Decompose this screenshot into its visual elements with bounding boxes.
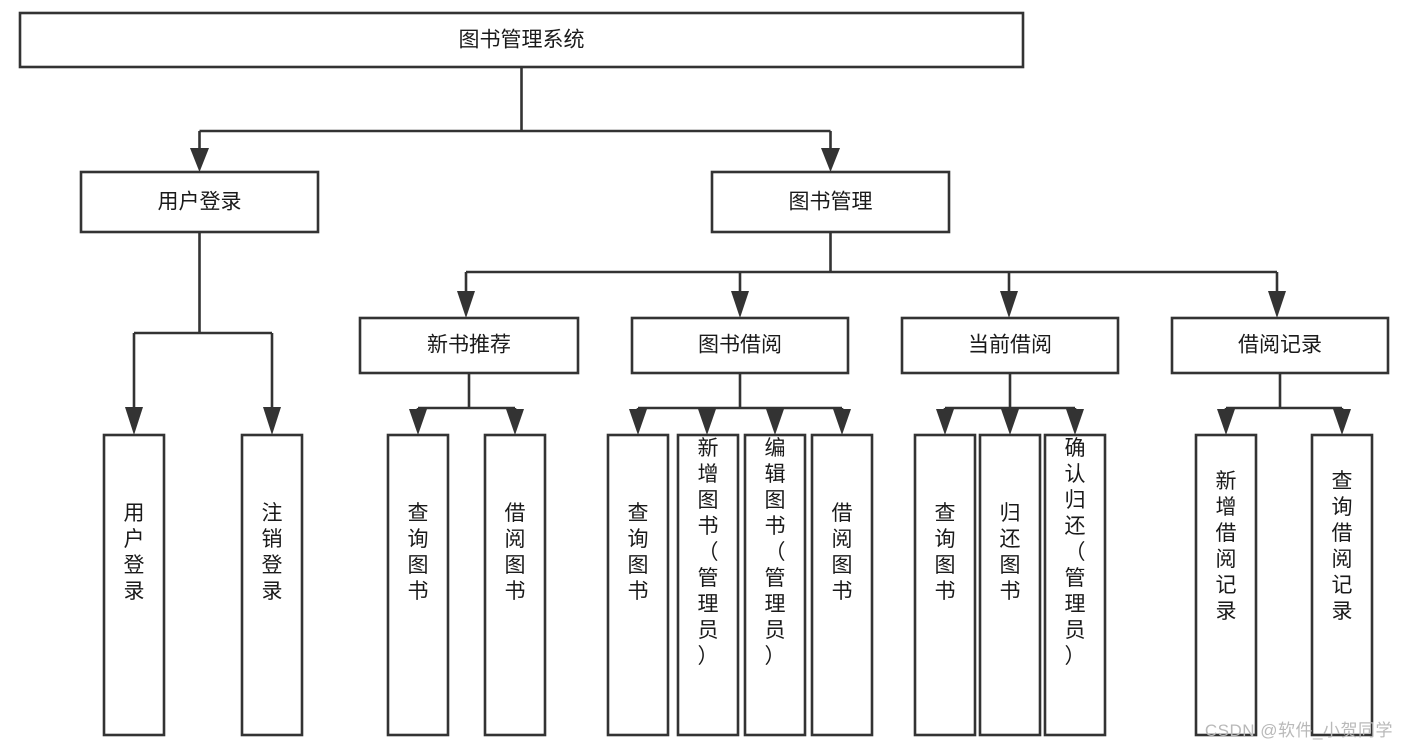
node-leaf-edit-book-box[interactable] — [743, 433, 807, 737]
node-leaf-add-record-label: 新增借阅记录 — [1216, 470, 1237, 623]
arrow-head-leaf-return-book — [1001, 409, 1019, 435]
node-leaf-query-book-1-label: 查询图书 — [408, 502, 429, 603]
leaf-nodes-group: 用户登录 注销登录 查询图书 借阅图书 查询图书 新增图书（管理员） — [102, 433, 1374, 737]
node-book-manage-box[interactable] — [710, 170, 951, 234]
node-leaf-query-record-box[interactable] — [1310, 433, 1374, 737]
node-leaf-edit-book[interactable]: 编辑图书（管理员） — [743, 433, 807, 737]
node-leaf-borrow-book-1[interactable]: 借阅图书 — [483, 433, 547, 737]
node-leaf-confirm-return-box[interactable] — [1043, 433, 1107, 737]
connector-group-new-book-rec — [409, 373, 524, 435]
node-book-borrow-label: 图书借阅 — [698, 334, 782, 357]
node-book-manage-label: 图书管理 — [789, 191, 873, 214]
node-leaf-query-book-2-label: 查询图书 — [628, 502, 649, 603]
connector-group-book-manage — [457, 232, 1286, 318]
node-leaf-return-book[interactable]: 归还图书 — [978, 433, 1042, 737]
node-leaf-confirm-return-label: 确认归还（管理员） — [1065, 437, 1086, 668]
node-leaf-user-login-label: 用户登录 — [124, 502, 145, 603]
node-leaf-add-book-box[interactable] — [676, 433, 740, 737]
node-leaf-query-book-3-label: 查询图书 — [935, 502, 956, 603]
node-user-login[interactable]: 用户登录 — [79, 170, 320, 234]
node-leaf-return-book-box[interactable] — [978, 433, 1042, 737]
connector-group-user-login — [125, 232, 281, 435]
arrow-head-leaf-logout — [263, 407, 281, 435]
node-leaf-query-record-label: 查询借阅记录 — [1332, 470, 1353, 623]
node-borrow-record[interactable]: 借阅记录 — [1170, 316, 1390, 375]
node-leaf-user-login-box[interactable] — [102, 433, 166, 737]
node-leaf-logout-box[interactable] — [240, 433, 304, 737]
node-leaf-query-book-1-box[interactable] — [386, 433, 450, 737]
node-current-borrow-box[interactable] — [900, 316, 1120, 375]
node-leaf-query-book-2-box[interactable] — [606, 433, 670, 737]
node-current-borrow[interactable]: 当前借阅 — [900, 316, 1120, 375]
node-borrow-record-box[interactable] — [1170, 316, 1390, 375]
node-leaf-return-book-label: 归还图书 — [1000, 502, 1021, 603]
node-leaf-user-login[interactable]: 用户登录 — [102, 433, 166, 737]
arrow-head-borrow-record — [1268, 291, 1286, 318]
arrow-head-leaf-confirm-return — [1066, 409, 1084, 435]
node-leaf-query-book-3-box[interactable] — [913, 433, 977, 737]
arrow-head-leaf-borrow-book-1 — [506, 409, 524, 435]
node-borrow-record-label: 借阅记录 — [1238, 334, 1322, 357]
node-new-book-rec-label: 新书推荐 — [427, 334, 511, 357]
arrow-head-leaf-add-book — [698, 409, 716, 435]
arrow-head-leaf-query-book-3 — [936, 409, 954, 435]
arrow-head-leaf-user-login — [125, 407, 143, 435]
node-book-manage[interactable]: 图书管理 — [710, 170, 951, 234]
node-leaf-add-book[interactable]: 新增图书（管理员） — [676, 433, 740, 737]
arrow-head-leaf-query-book-1 — [409, 409, 427, 435]
arrow-head-leaf-query-book-2 — [629, 409, 647, 435]
node-leaf-logout-label: 注销登录 — [262, 502, 283, 603]
node-leaf-logout[interactable]: 注销登录 — [240, 433, 304, 737]
node-leaf-query-book-2[interactable]: 查询图书 — [606, 433, 670, 737]
node-root-label: 图书管理系统 — [459, 29, 585, 52]
node-leaf-borrow-book-2-box[interactable] — [810, 433, 874, 737]
node-leaf-query-book-1[interactable]: 查询图书 — [386, 433, 450, 737]
node-leaf-query-book-3[interactable]: 查询图书 — [913, 433, 977, 737]
node-user-login-label: 用户登录 — [158, 191, 242, 214]
connector-group-borrow-record — [1217, 373, 1351, 435]
node-leaf-borrow-book-2-label: 借阅图书 — [832, 502, 853, 603]
connector-group-current-borrow — [936, 373, 1084, 435]
node-leaf-add-record-box[interactable] — [1194, 433, 1258, 737]
arrow-head-user-login — [190, 148, 209, 172]
arrow-head-leaf-add-record — [1217, 409, 1235, 435]
arrow-head-book-manage — [821, 148, 840, 172]
node-leaf-add-book-label: 新增图书（管理员） — [698, 437, 719, 668]
node-new-book-rec[interactable]: 新书推荐 — [358, 316, 580, 375]
node-leaf-edit-book-label: 编辑图书（管理员） — [765, 437, 786, 668]
node-leaf-borrow-book-1-box[interactable] — [483, 433, 547, 737]
csdn-watermark: CSDN @软件_小贺同学 — [1204, 721, 1393, 740]
node-leaf-add-record[interactable]: 新增借阅记录 — [1194, 433, 1258, 737]
arrow-head-book-borrow — [731, 291, 749, 318]
node-book-borrow[interactable]: 图书借阅 — [630, 316, 850, 375]
node-current-borrow-label: 当前借阅 — [968, 334, 1052, 357]
node-book-borrow-box[interactable] — [630, 316, 850, 375]
node-leaf-confirm-return[interactable]: 确认归还（管理员） — [1043, 433, 1107, 737]
node-leaf-borrow-book-1-label: 借阅图书 — [505, 502, 526, 603]
node-user-login-box[interactable] — [79, 170, 320, 234]
node-root[interactable]: 图书管理系统 — [18, 11, 1025, 69]
arrow-head-leaf-query-record — [1333, 409, 1351, 435]
arrow-head-new-book-rec — [457, 291, 475, 318]
node-root-box[interactable] — [18, 11, 1025, 69]
connector-group-root — [190, 67, 840, 172]
arrow-head-leaf-edit-book — [766, 409, 784, 435]
connector-group-book-borrow — [629, 373, 851, 435]
node-leaf-borrow-book-2[interactable]: 借阅图书 — [810, 433, 874, 737]
arrow-head-current-borrow — [1000, 291, 1018, 318]
arrow-head-leaf-borrow-book-2 — [833, 409, 851, 435]
node-leaf-query-record[interactable]: 查询借阅记录 — [1310, 433, 1374, 737]
node-new-book-rec-box[interactable] — [358, 316, 580, 375]
